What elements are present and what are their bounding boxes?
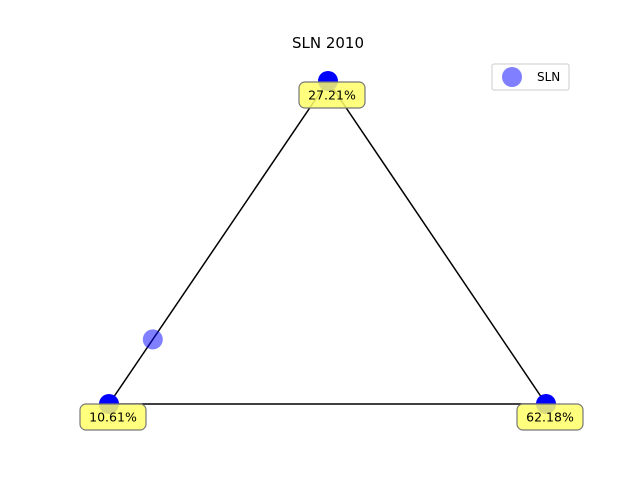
triangle-edges	[108, 80, 547, 405]
data-points	[142, 329, 163, 350]
legend-marker-sln	[502, 67, 522, 87]
label-text-top: 27.21%	[308, 88, 356, 103]
legend-label-sln: SLN	[537, 70, 560, 84]
chart-title: SLN 2010	[292, 34, 364, 52]
label-right: 62.18%	[516, 403, 584, 431]
label-box-right	[516, 403, 584, 431]
label-left: 10.61%	[79, 403, 147, 431]
triangle-edge-left-top	[108, 80, 329, 405]
percentage-labels: 10.61% 27.21% 62.18%	[79, 81, 584, 431]
data-point-sln-0	[142, 329, 163, 350]
label-top: 27.21%	[298, 81, 366, 109]
label-box-top	[298, 81, 366, 109]
triangle-edge-top-right	[327, 80, 547, 405]
vertex-markers	[99, 71, 556, 414]
label-text-left: 10.61%	[89, 410, 137, 425]
label-box-left	[79, 403, 147, 431]
legend: SLN	[491, 63, 570, 91]
label-text-right: 62.18%	[526, 410, 574, 425]
